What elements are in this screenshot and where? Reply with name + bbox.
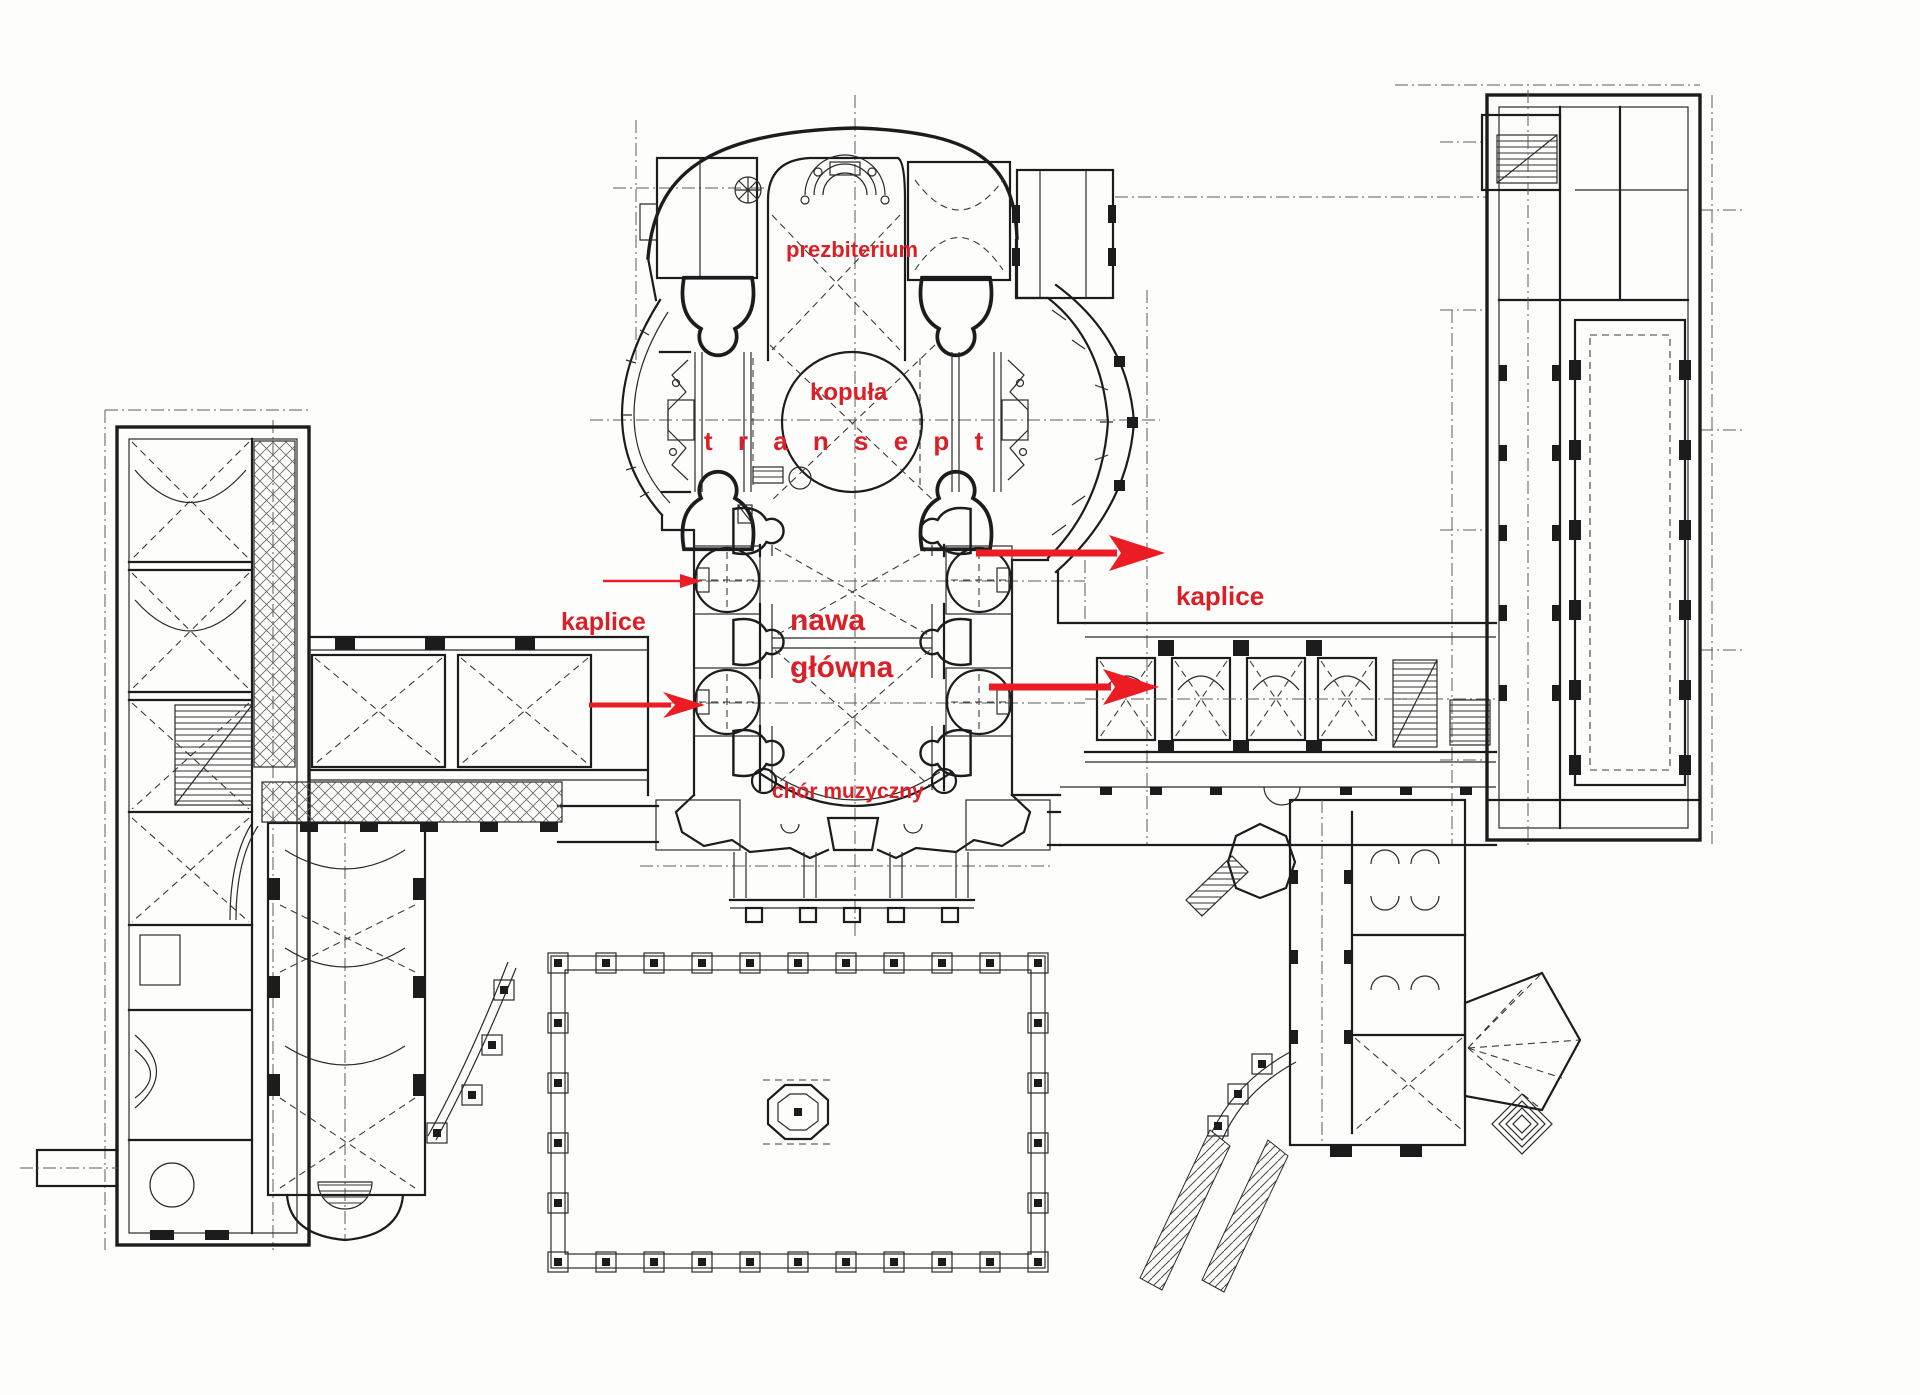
label-kaplice-right: kaplice	[1176, 581, 1265, 611]
fountain	[763, 1079, 833, 1145]
arrow-right-bottom-head	[1103, 669, 1159, 705]
arrow-left-thin-head	[680, 574, 702, 588]
label-nawa-glowna: nawa główna	[790, 597, 893, 691]
southeast-wing	[1139, 798, 1582, 1293]
label-nawa-line2: główna	[790, 651, 894, 684]
label-nawa-line1: nawa	[790, 604, 866, 637]
label-chor-muzyczny: chór muzyczny	[772, 780, 924, 803]
labyrinth-motif	[1491, 1093, 1553, 1155]
church	[556, 126, 1138, 924]
arrow-left-thick-head	[663, 692, 705, 718]
east-chapels-row	[1010, 621, 1498, 847]
label-kopula: kopuła	[810, 379, 888, 406]
east-wing	[1480, 90, 1702, 845]
cloister-courtyard	[547, 952, 1049, 1273]
label-prezbiterium: prezbiterium	[786, 237, 919, 262]
arrow-right-top-head	[1109, 535, 1165, 571]
left-wing	[20, 425, 517, 1247]
label-kaplice-left: kaplice	[561, 608, 646, 636]
label-transept: t r a n s e p t	[704, 426, 993, 456]
west-chapels-wing	[261, 635, 650, 832]
